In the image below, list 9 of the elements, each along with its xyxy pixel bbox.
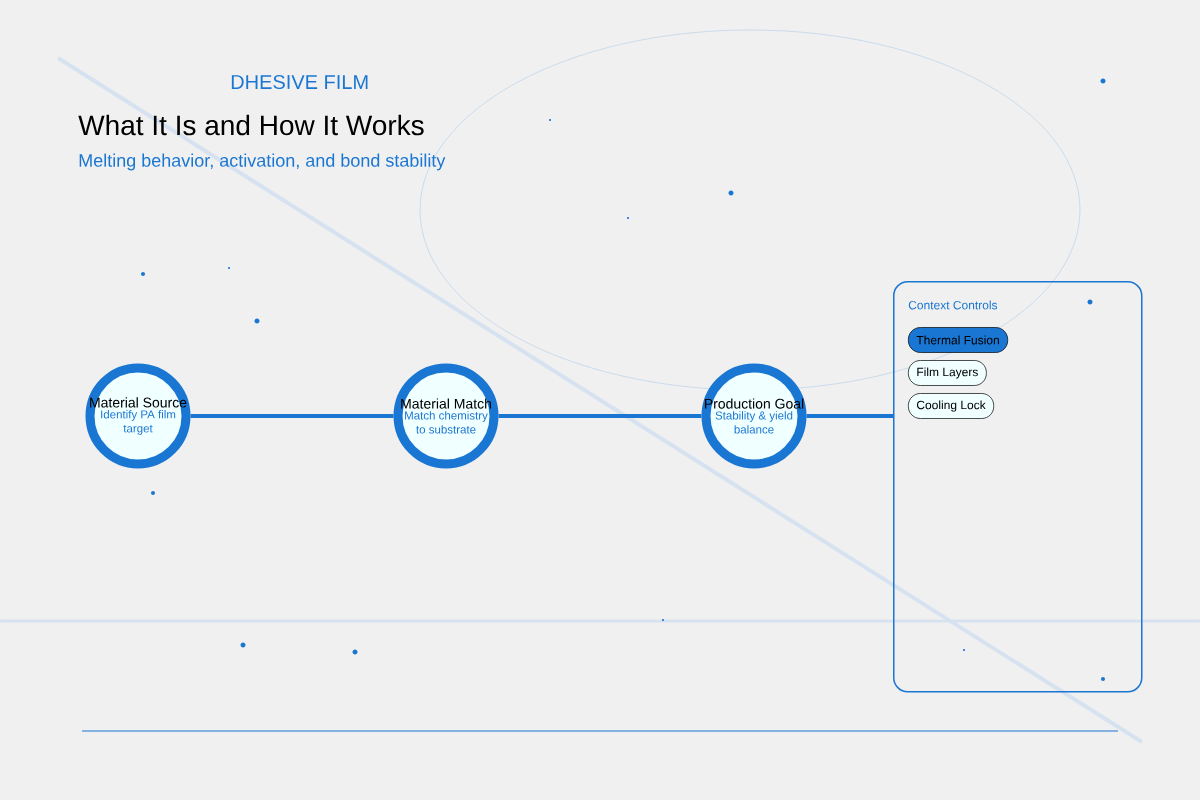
connector-line bbox=[190, 414, 394, 418]
chip-button: Thermal Fusion bbox=[908, 327, 1009, 353]
subheading: Melting behavior, activation, and bond stability bbox=[79, 153, 446, 171]
chip-button: Film Layers bbox=[908, 360, 987, 386]
connector-line bbox=[498, 414, 702, 418]
connector-line bbox=[806, 414, 893, 418]
chip-button: Cooling Lock bbox=[908, 393, 995, 419]
title: What It Is and How It Works bbox=[78, 114, 424, 136]
subheading: DHESIVE FILM bbox=[231, 74, 368, 90]
